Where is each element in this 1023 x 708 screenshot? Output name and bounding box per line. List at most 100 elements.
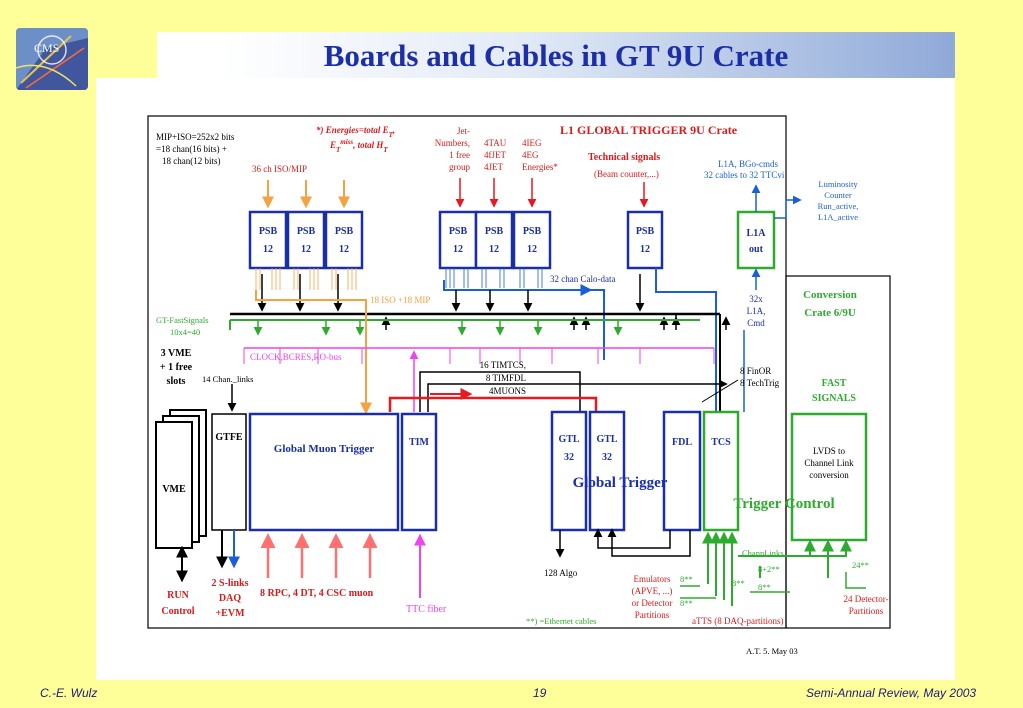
svg-text:4TAU: 4TAU — [484, 138, 507, 148]
slide-title: Boards and Cables in GT 9U Crate — [323, 38, 789, 73]
svg-text:4EG: 4EG — [522, 150, 539, 160]
technical-signals-label: Technical signals — [588, 152, 660, 163]
svg-text:12: 12 — [527, 244, 537, 255]
conversion-crate-label-1: Conversion — [803, 289, 857, 301]
tcs-board — [702, 410, 740, 532]
logo-text: CMS — [34, 41, 59, 55]
chan-links-label: 14 Chan._links — [202, 374, 253, 384]
calo-data-label: 32 chan Calo-data — [550, 274, 615, 284]
vme-slots-label: 3 VME + 1 free slots — [160, 348, 193, 387]
svg-text:8 TIMFDL: 8 TIMFDL — [486, 373, 526, 383]
finor-label-2: 8 TechTrig — [740, 378, 780, 388]
detector-partitions-label-2: Partitions — [849, 606, 884, 616]
svg-text:12: 12 — [263, 244, 273, 255]
muon-input-arrows — [260, 533, 378, 578]
svg-text:12: 12 — [453, 244, 463, 255]
svg-text:Energies*: Energies* — [522, 162, 558, 172]
conversion-crate-label-2: Crate 6/9U — [804, 307, 856, 319]
finor-label-1: 8 FinOR — [740, 366, 771, 376]
svg-text:slots: slots — [167, 376, 186, 387]
gtl-board-2 — [588, 410, 626, 532]
l1a-out-label-1: L1A — [747, 228, 767, 239]
jet-numbers-label: Jet- Numbers, 1 free group — [435, 126, 471, 172]
psb-group-left — [248, 210, 364, 270]
cmd-32x-label: 32x L1A, Cmd — [747, 294, 766, 328]
beam-counter-label: (Beam counter,...) — [594, 169, 659, 179]
tau-jet-label: 4TAU 4fJET 4JET — [484, 138, 507, 172]
svg-text:8**: 8** — [680, 598, 693, 608]
svg-text:L1A,: L1A, — [747, 306, 766, 316]
l1a-bgo-label-2: 32 cables to 32 TTCvi — [704, 170, 785, 180]
vme-stack — [155, 409, 207, 549]
l1a-out-label-2: out — [749, 244, 764, 255]
crate-title: L1 GLOBAL TRIGGER 9U Crate — [560, 123, 738, 137]
run-control-label: RUN Control — [161, 590, 194, 617]
energies-line-2a: E — [329, 140, 336, 150]
svg-text:8**: 8** — [758, 582, 771, 592]
global-trigger-label: Global Trigger — [573, 475, 668, 491]
iso-mip-input-label: 36 ch ISO/MIP — [252, 164, 307, 174]
svg-text:12: 12 — [339, 244, 349, 255]
gtfe-board — [211, 413, 247, 531]
calo-cable-fringe — [445, 268, 543, 288]
tim-label: TIM — [409, 437, 430, 448]
svg-text:DAQ: DAQ — [219, 593, 241, 604]
svg-text:group: group — [449, 162, 470, 172]
svg-text:PSB: PSB — [335, 226, 354, 237]
svg-text:RUN: RUN — [167, 590, 189, 601]
svg-text:16 TIMTCS,: 16 TIMTCS, — [480, 360, 526, 370]
atts-label: aTTS (8 DAQ-partitions) — [692, 616, 783, 626]
svg-text:or Detector: or Detector — [632, 598, 673, 608]
gmt-board — [248, 412, 400, 532]
svg-text:Numbers,: Numbers, — [435, 138, 470, 148]
emulators-label: Emulators (APVE, ...) or Detector Partit… — [632, 574, 673, 620]
clock-bus-label: CLOCK,BCRES,RO-bus — [250, 352, 342, 362]
svg-text:PSB: PSB — [485, 226, 504, 237]
psb-group-right — [438, 210, 664, 270]
footer-event: Semi-Annual Review, May 2003 — [806, 686, 977, 700]
signature: A.T. 5. May 03 — [746, 646, 798, 656]
l1a-out-board — [736, 210, 776, 270]
crate-diagram: L1 GLOBAL TRIGGER 9U Crate MIP+ISO=252x2… — [147, 115, 891, 656]
gtfe-label: GTFE — [215, 432, 243, 443]
svg-text:12: 12 — [640, 244, 650, 255]
lvds-board — [790, 412, 868, 542]
l1a-bgo-label-1: L1A, BGo-cmds — [718, 159, 778, 169]
svg-text:8+2**: 8+2** — [758, 564, 780, 574]
trigger-control-label: Trigger Control — [733, 496, 834, 512]
gmt-label: Global Muon Trigger — [274, 443, 375, 455]
svg-text:*) Energies=total ET,: *) Energies=total ET, — [316, 125, 395, 139]
detector-partitions-label-1: 24 Detector- — [843, 594, 888, 604]
svg-text:PSB: PSB — [636, 226, 655, 237]
vme-label: VME — [162, 484, 186, 495]
svg-text:4IEG: 4IEG — [522, 138, 542, 148]
svg-text:32: 32 — [564, 452, 574, 463]
svg-text:Control: Control — [161, 606, 194, 617]
svg-text:24**: 24** — [852, 560, 869, 570]
ttc-fiber-label: TTC fiber — [406, 604, 447, 615]
svg-text:Emulators: Emulators — [634, 574, 671, 584]
svg-text:Jet-: Jet- — [457, 126, 470, 136]
svg-text:GTL: GTL — [596, 434, 617, 445]
energies-note: *) Energies=total ET, ETmiss, total HT — [316, 125, 395, 154]
fdl-label: FDL — [672, 437, 692, 448]
svg-text:1 free: 1 free — [449, 150, 470, 160]
svg-text:Luminosity: Luminosity — [818, 179, 858, 189]
svg-text:Cmd: Cmd — [747, 318, 765, 328]
mip-iso-note-3: 18 chan(12 bits) — [162, 156, 221, 166]
s-links-label: 2 S-links DAQ +EVM — [212, 578, 249, 619]
eg-energies-label: 4IEG 4EG Energies* — [522, 138, 558, 172]
svg-text:+EVM: +EVM — [215, 608, 245, 619]
lvds-label: LVDS to Channel Link conversion — [804, 446, 854, 480]
svg-text:4fJET: 4fJET — [484, 150, 506, 160]
svg-text:32x: 32x — [749, 294, 763, 304]
svg-text:PSB: PSB — [449, 226, 468, 237]
svg-text:L1A_active: L1A_active — [818, 212, 858, 222]
iso-mip-bus-label: 18 ISO +18 MIP — [370, 295, 430, 305]
iso-mip-bus — [255, 290, 367, 412]
svg-text:8**: 8** — [680, 574, 693, 584]
svg-text:+ 1 free: + 1 free — [160, 362, 193, 373]
svg-text:2 S-links: 2 S-links — [212, 578, 249, 589]
fast-signals-label-2: SIGNALS — [812, 393, 856, 404]
mip-iso-note-2: =18 chan(16 bits) + — [156, 144, 227, 154]
